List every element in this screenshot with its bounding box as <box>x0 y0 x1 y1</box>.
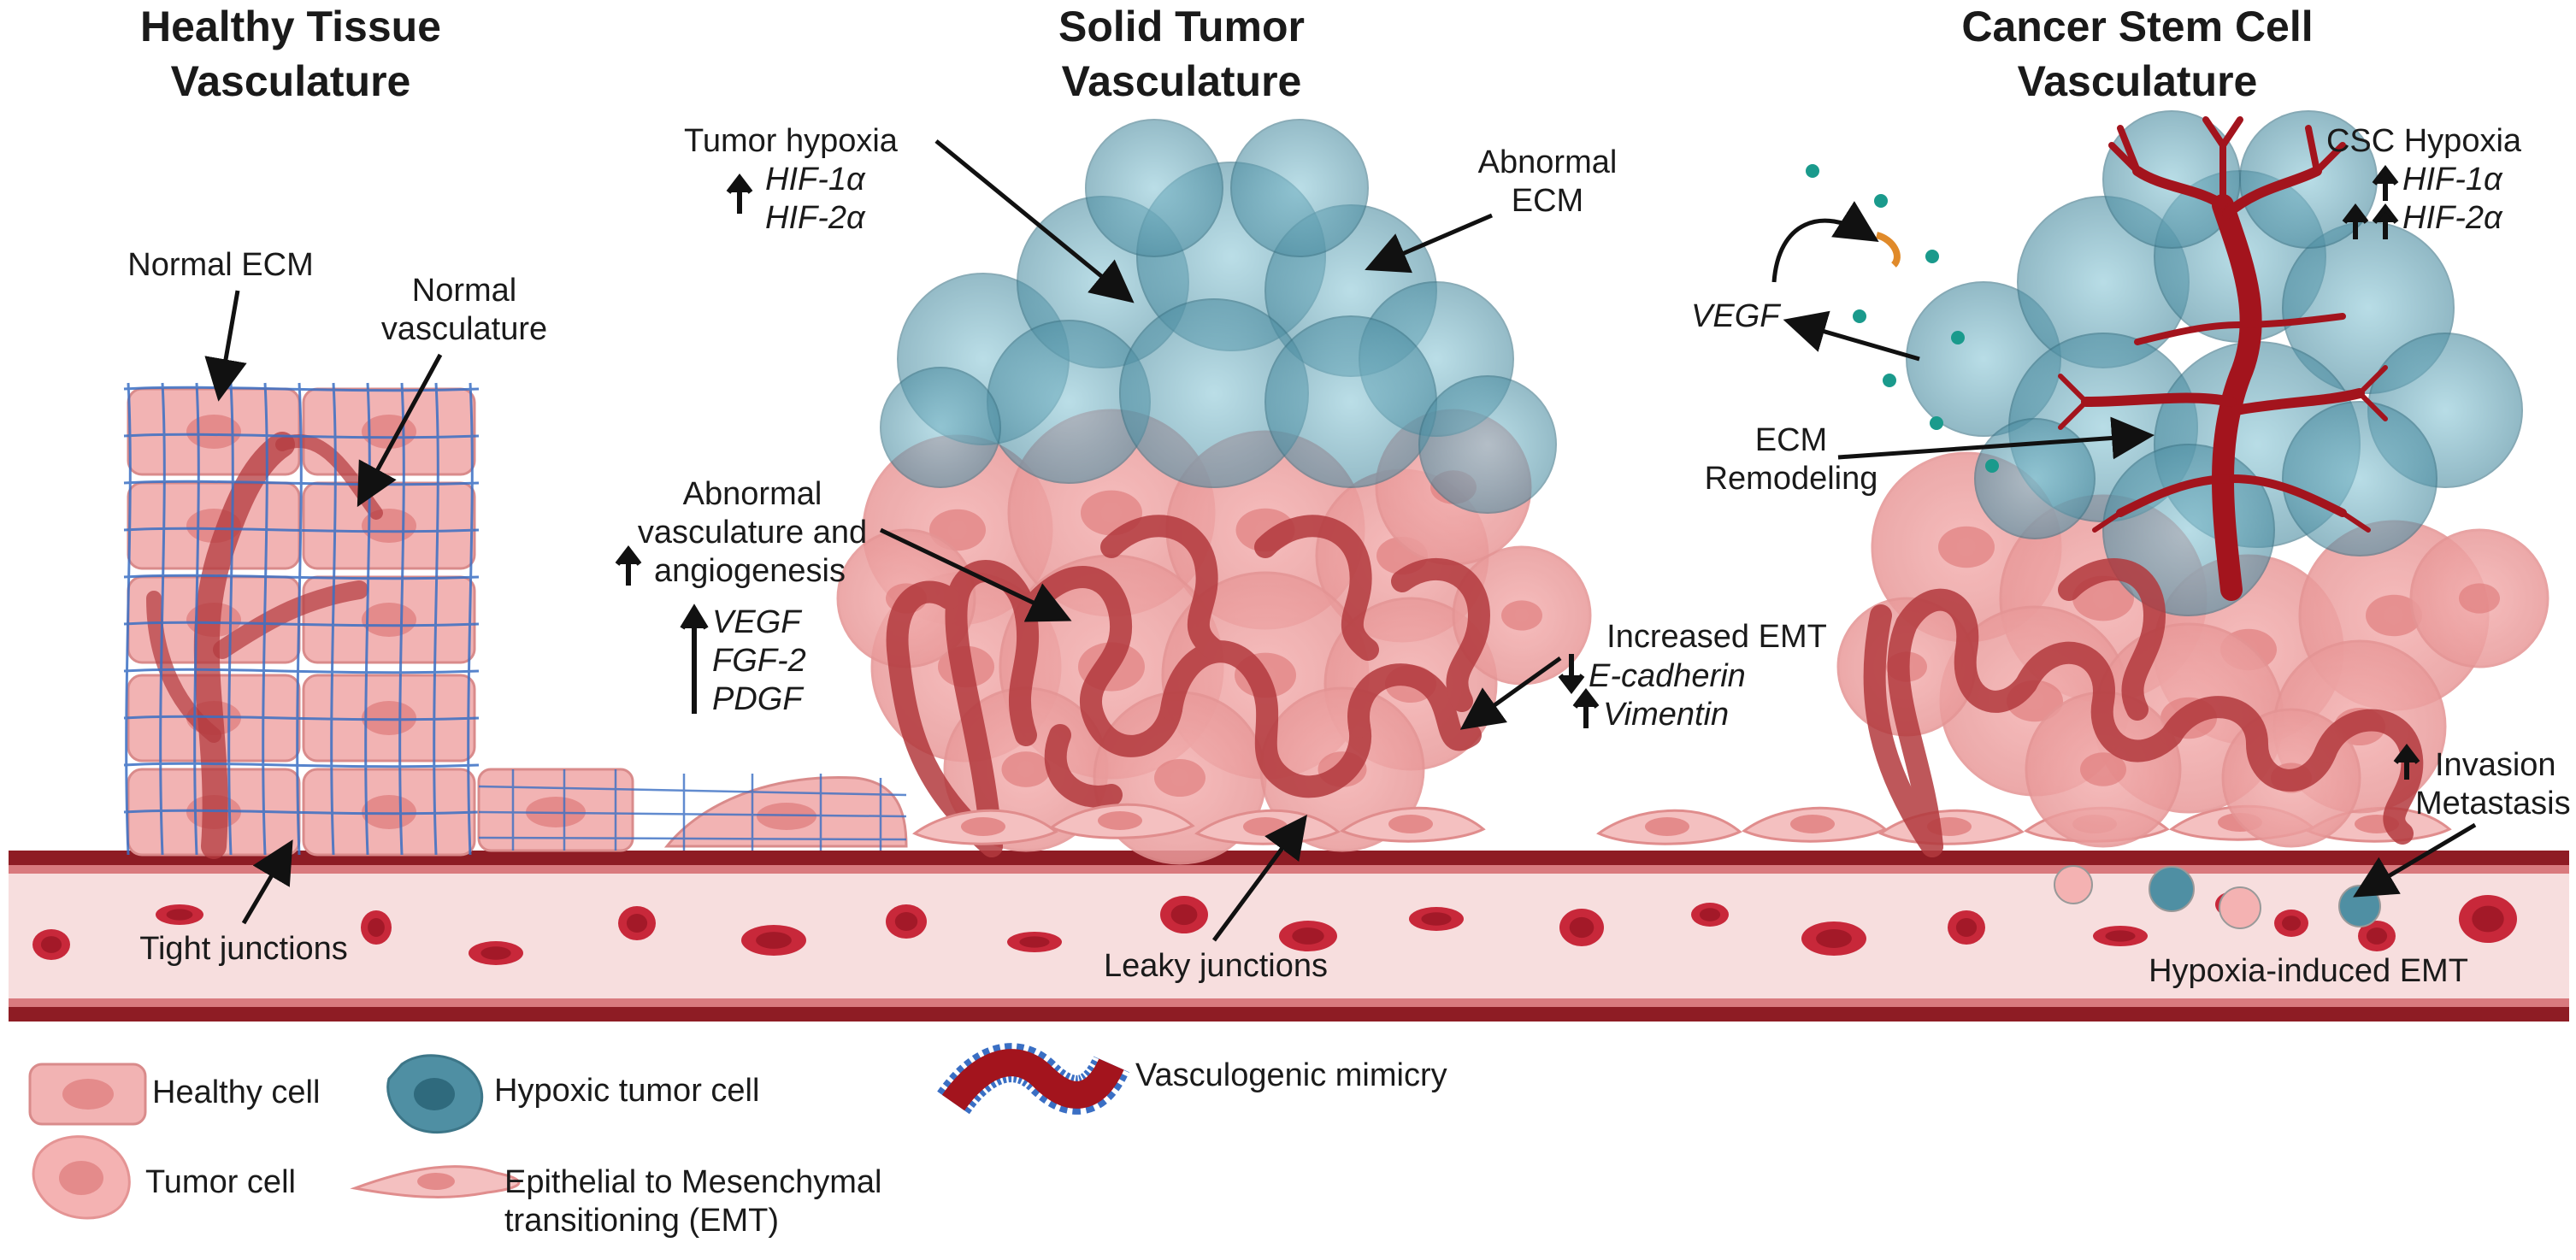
arrow-up-icon <box>2372 203 2399 239</box>
label-hypoxia-induced-emt: Hypoxia-induced EMT <box>2149 953 2468 989</box>
label-tight-junctions: Tight junctions <box>139 931 348 967</box>
arrow-up-icon <box>615 545 642 586</box>
red-blood-cell <box>741 925 806 956</box>
legend-healthy-cell: Healthy cell <box>152 1075 320 1110</box>
label-tumor-hypoxia: Tumor hypoxia <box>684 123 899 159</box>
circulating-cell <box>2149 866 2195 912</box>
red-blood-cell <box>1559 909 1604 946</box>
hypoxic-cell-icon <box>386 1054 484 1134</box>
solid-title-line1: Solid Tumor <box>1058 3 1305 50</box>
label-hif1a: HIF-1α <box>765 162 866 197</box>
label-csc-vegf: VEGF <box>1691 298 1781 334</box>
label-normal-vasculature-1: Normal <box>412 273 516 309</box>
red-blood-cell <box>469 941 523 965</box>
label-vimentin: Vimentin <box>1603 697 1729 733</box>
arrow-down-icon <box>1558 654 1585 694</box>
healthy-cell-icon <box>28 1063 147 1126</box>
red-blood-cell <box>886 904 927 939</box>
legend-emt-line1: Epithelial to Mesenchymal <box>504 1164 881 1200</box>
healthy-tissue <box>123 382 480 859</box>
arrow-up-icon <box>2372 165 2399 201</box>
arrow-up-icon <box>2342 203 2369 239</box>
label-csc-hypoxia: CSC Hypoxia <box>2326 123 2522 159</box>
healthy-title-line1: Healthy Tissue <box>140 3 441 50</box>
label-normal-ecm: Normal ECM <box>127 247 313 283</box>
vasculogenic-mimicry-icon <box>937 1043 1130 1115</box>
label-abnormal-ecm-2: ECM <box>1512 183 1583 219</box>
red-blood-cell <box>1801 921 1866 956</box>
red-blood-cell <box>32 929 70 960</box>
label-csc-hif2a: HIF-2α <box>2402 200 2503 236</box>
tumor-cell-icon <box>32 1135 131 1220</box>
label-pdgf: PDGF <box>712 681 804 717</box>
annotations: Normal ECM Normal vasculature Tight junc… <box>127 123 2570 989</box>
label-hif2a: HIF-2α <box>765 200 866 236</box>
arrow-up-icon <box>680 604 709 714</box>
red-blood-cell <box>2274 910 2308 937</box>
legend-emt-line2: transitioning (EMT) <box>504 1203 779 1239</box>
label-e-cadherin: E-cadherin <box>1589 658 1746 694</box>
red-blood-cell <box>618 906 656 940</box>
red-blood-cell <box>156 904 203 925</box>
label-normal-vasculature-2: vasculature <box>381 311 547 347</box>
label-csc-hif1a: HIF-1α <box>2402 162 2503 197</box>
csc-title-line2: Vasculature <box>2018 57 2258 105</box>
label-fgf2: FGF-2 <box>712 643 806 679</box>
legend-vasculogenic-mimicry: Vasculogenic mimicry <box>1135 1057 1447 1093</box>
red-blood-cell <box>2358 921 2396 951</box>
red-blood-cell <box>1948 910 1985 945</box>
label-vegf: VEGF <box>712 604 802 640</box>
csc-tumor <box>1806 110 2549 929</box>
csc-title-line1: Cancer Stem Cell <box>1961 3 2313 50</box>
red-blood-cell <box>2093 926 2148 946</box>
label-invasion: Invasion <box>2435 747 2556 783</box>
red-blood-cell <box>1160 896 1208 933</box>
label-increased-emt: Increased EMT <box>1606 619 1827 655</box>
circulating-cell <box>2054 865 2093 904</box>
red-blood-cell <box>1691 903 1729 927</box>
emt-cell-icon <box>350 1165 521 1198</box>
red-blood-cell <box>1279 921 1337 951</box>
label-ecm-remodeling-1: ECM <box>1755 422 1827 458</box>
arrow-up-icon <box>2393 744 2420 780</box>
label-abnormal-vasc-1: Abnormal <box>683 476 822 512</box>
circulating-cell <box>2338 885 2381 927</box>
arrow-up-icon <box>726 174 753 214</box>
circulating-cell <box>2219 886 2261 929</box>
section-titles: Healthy Tissue Vasculature Solid Tumor V… <box>140 3 2314 105</box>
label-metastasis: Metastasis <box>2415 786 2571 821</box>
red-blood-cell <box>2459 895 2517 943</box>
red-blood-cell <box>361 910 392 945</box>
label-leaky-junctions: Leaky junctions <box>1104 948 1328 984</box>
legend-hypoxic-tumor-cell: Hypoxic tumor cell <box>494 1073 759 1109</box>
arrow-up-icon <box>1572 688 1600 728</box>
label-abnormal-vasc-3: angiogenesis <box>654 553 846 589</box>
red-blood-cell <box>1007 932 1062 952</box>
solid-title-line2: Vasculature <box>1062 57 1302 105</box>
legend-tumor-cell: Tumor cell <box>145 1164 296 1200</box>
label-ecm-remodeling-2: Remodeling <box>1705 461 1878 497</box>
red-blood-cell <box>1409 907 1464 931</box>
label-abnormal-vasc-2: vasculature and <box>638 515 867 551</box>
vegf-particles <box>1806 164 1999 473</box>
legend: Healthy cell Tumor cell Hypoxic tumor ce… <box>28 1043 1447 1239</box>
vasculogenic-mimicry-tree <box>2058 116 2388 601</box>
transition-cells <box>477 768 908 852</box>
healthy-title-line2: Vasculature <box>171 57 411 105</box>
solid-tumor <box>836 119 2452 865</box>
label-abnormal-ecm-1: Abnormal <box>1478 144 1618 180</box>
